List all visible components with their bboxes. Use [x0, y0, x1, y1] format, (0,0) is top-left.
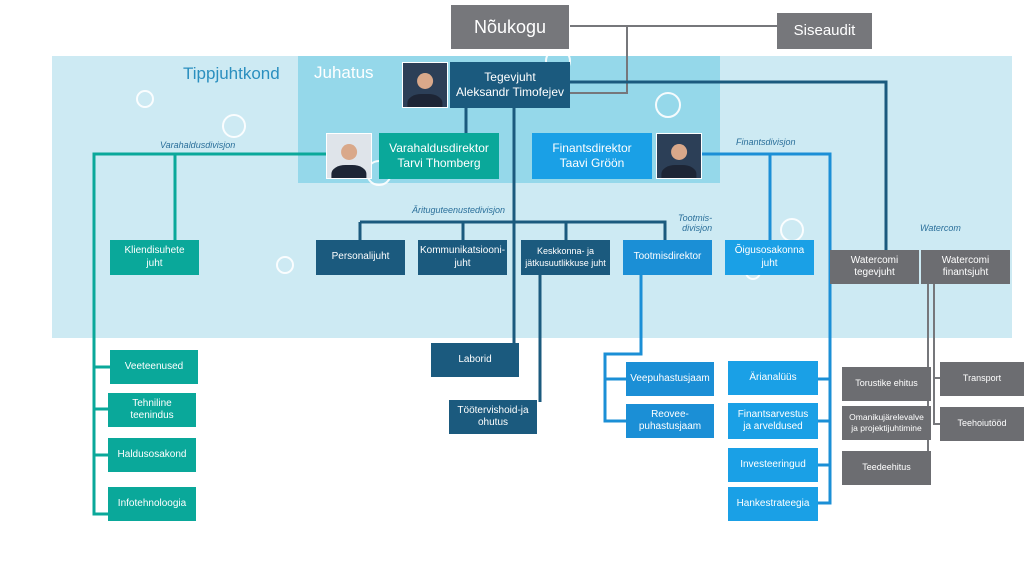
hankestrateegia-box: Hankestrateegia	[728, 487, 818, 521]
keskkonna-line2: jätkusuutlikkuse juht	[525, 257, 606, 268]
noukogu-box: Nõukogu	[451, 5, 569, 49]
oigusosakond-line2: juht	[761, 257, 778, 269]
tehniline-line1: Tehniline	[132, 397, 172, 409]
siseaudit-box: Siseaudit	[777, 13, 872, 49]
veeteenused-box: Veeteenused	[110, 350, 198, 384]
region-label-tippjuhtkond: Tippjuhtkond	[183, 64, 280, 83]
tootervishoid-line2: ohutus	[477, 417, 509, 428]
arianaluus-label: Ärianalüüs	[749, 371, 797, 383]
arianaluus-box: Ärianalüüs	[728, 361, 818, 395]
omaniku-line1: Omanikujärelevalve	[849, 412, 924, 423]
division-label-production: Tootmis-divisjon	[678, 213, 712, 233]
transport-box: Transport	[940, 362, 1024, 396]
transport-label: Transport	[962, 373, 1002, 384]
laborid-label: Laborid	[458, 353, 492, 365]
investeeringud-box: Investeeringud	[728, 448, 818, 482]
production-label-2: divisjon	[682, 223, 713, 233]
asset-director-photo	[326, 133, 372, 179]
ceo-photo	[402, 62, 448, 108]
production-label-1: Tootmis-	[678, 213, 713, 223]
noukogu-label: Nõukogu	[473, 16, 547, 37]
tehniline-line2: teenindus	[130, 410, 174, 421]
tootmisdirektor-box: Tootmisdirektor	[623, 240, 712, 275]
bubble-decoration	[222, 114, 246, 138]
kommunikatsioon-line1: Kommunikatsiooni-	[419, 245, 506, 256]
veepuhastus-label: Veepuhastusjaam	[630, 372, 710, 384]
division-label-watercom: Watercom	[920, 223, 961, 233]
finance-director-name: Taavi Gröön	[559, 156, 625, 170]
teehoiu-label: Teehoiutööd	[957, 418, 1007, 429]
keskkonna-line1: Keskkonna- ja	[536, 246, 595, 257]
personal-label: Personalijuht	[331, 251, 390, 263]
siseaudit-label: Siseaudit	[793, 21, 856, 39]
reovee-line1: Reovee-	[651, 408, 689, 420]
reovee-box: Reovee-puhastusjaam	[626, 404, 714, 438]
teehoiu-box: Teehoiutööd	[940, 407, 1024, 441]
haldusosakond-box: Haldusosakond	[108, 438, 196, 472]
bubble-decoration	[655, 92, 681, 118]
infotehnoloogia-box: Infotehnoloogia	[108, 487, 196, 521]
infotehnoloogia-label: Infotehnoloogia	[117, 497, 187, 509]
finantsarvestus-line2: ja arveldused	[743, 421, 803, 432]
hankestrateegia-label: Hankestrateegia	[736, 497, 810, 509]
kommunikatsioon-box: Kommunikatsiooni-juht	[418, 240, 507, 275]
teedeehitus-label: Teedeehitus	[862, 462, 911, 473]
investeeringud-label: Investeeringud	[740, 458, 806, 470]
ceo-title: Tegevjuht	[484, 70, 536, 84]
omaniku-line2: ja projektijuhtimine	[851, 423, 922, 433]
finance-director-photo	[656, 133, 702, 179]
asset-director-title: Varahaldusdirektor	[389, 141, 489, 155]
division-label-business: Ärituguteenustedivisjon	[412, 205, 506, 215]
kommunikatsioon-line2: juht	[454, 257, 471, 269]
kliendisuhete-line2: juht	[146, 257, 163, 269]
haldusosakond-label: Haldusosakond	[117, 448, 187, 460]
kliendisuhete-line1: Kliendisuhete	[124, 245, 185, 256]
torustike-label: Torustike ehitus	[855, 378, 918, 389]
veeteenused-label: Veeteenused	[124, 360, 184, 372]
personal-box: Personalijuht	[316, 240, 405, 275]
bubble-decoration	[136, 90, 154, 108]
region-label-juhatus: Juhatus	[314, 63, 374, 82]
finantsarvestus-line1: Finantsarvestus	[737, 408, 809, 420]
oigusosakond-line1: Õigusosakonna	[734, 245, 805, 256]
division-label-finance: Finantsdivisjon	[736, 137, 796, 147]
watercom-finance-line2: finantsjuht	[942, 267, 989, 278]
bubble-decoration	[276, 256, 294, 274]
watercom-ceo-line1: Watercomi	[850, 254, 899, 266]
bubble-decoration	[780, 218, 804, 242]
tootervishoid-line1: Töötervishoid-ja	[457, 404, 529, 416]
ceo-name: Aleksandr Timofejev	[455, 85, 565, 99]
watercom-finance-line1: Watercomi	[941, 254, 990, 266]
division-label-asset: Varahaldusdivisjon	[160, 140, 236, 150]
teedeehitus-box: Teedeehitus	[842, 451, 931, 485]
reovee-line2: puhastusjaam	[638, 421, 702, 432]
finance-director-title: Finantsdirektor	[552, 141, 632, 155]
laborid-box: Laborid	[431, 343, 519, 377]
veepuhastus-box: Veepuhastusjaam	[626, 362, 714, 396]
torustike-box: Torustike ehitus	[842, 367, 931, 401]
tootmisdirektor-label: Tootmisdirektor	[633, 251, 702, 263]
watercom-ceo-line2: tegevjuht	[854, 267, 895, 278]
asset-director-name: Tarvi Thomberg	[397, 156, 481, 170]
